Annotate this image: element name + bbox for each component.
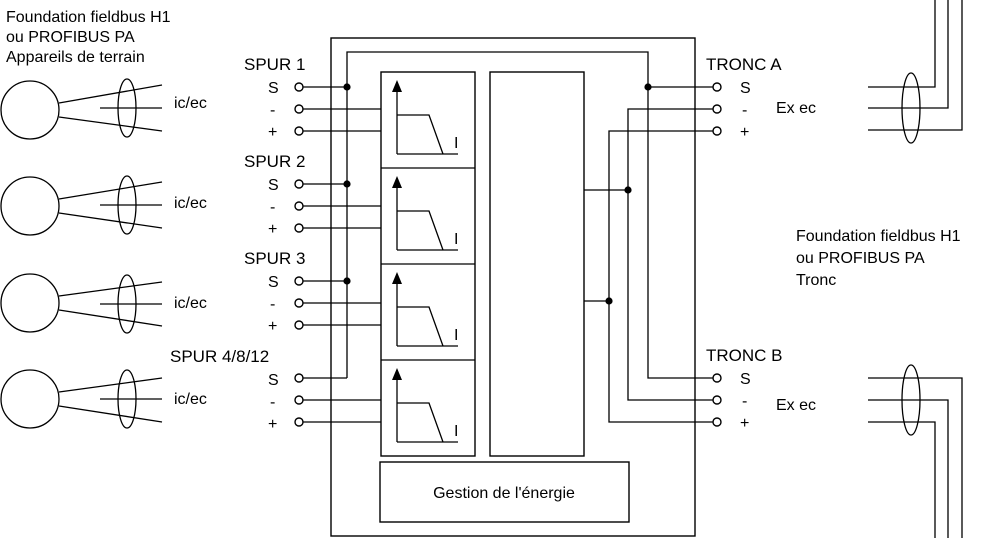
current-limiter-symbol-1: I bbox=[454, 135, 458, 152]
terminal bbox=[712, 126, 722, 136]
field-devices-caption: Foundation fieldbus H1 ou PROFIBUS PA Ap… bbox=[6, 9, 171, 66]
trunk-a-protection: Ex ec bbox=[776, 100, 816, 117]
cable-shield-oval-1 bbox=[117, 78, 137, 138]
spur-labels: SPUR 1 S - + SPUR 2 S - + SPUR 3 S - + S… bbox=[170, 55, 305, 433]
spur-1-pin-s: S bbox=[268, 80, 279, 97]
spur-3-pin-s: S bbox=[268, 274, 279, 291]
field-device-circle-3 bbox=[0, 273, 60, 333]
trunk-terminals bbox=[712, 82, 722, 427]
field-device-3: ic/ec bbox=[0, 273, 207, 334]
cable-shield-oval-4 bbox=[117, 369, 137, 429]
terminal bbox=[294, 126, 304, 136]
terminal bbox=[294, 223, 304, 233]
trunk-a-cable bbox=[868, 0, 963, 144]
spur-3-label: SPUR 3 bbox=[244, 249, 305, 268]
spur-4-pin-s: S bbox=[268, 372, 279, 389]
spur-3-pin-plus: + bbox=[268, 318, 277, 335]
terminal bbox=[294, 201, 304, 211]
spur-1-pin-plus: + bbox=[268, 124, 277, 141]
trunk-a-pin-minus: - bbox=[742, 102, 747, 119]
spur-4-protection: ic/ec bbox=[174, 391, 207, 408]
current-limiter-column: I I I I bbox=[380, 71, 476, 457]
field-device-circle-4 bbox=[0, 369, 60, 429]
terminal bbox=[294, 104, 304, 114]
field-device-1: ic/ec bbox=[0, 78, 207, 140]
trunk-a-label: TRONC A bbox=[706, 55, 782, 74]
field-device-circle-2 bbox=[0, 176, 60, 236]
trunk-b-pin-minus: - bbox=[742, 393, 747, 410]
spur-1-pin-minus: - bbox=[270, 102, 275, 119]
field-device-circle-1 bbox=[0, 80, 60, 140]
trunk-wiring bbox=[584, 83, 713, 423]
trunk-title-line-1: Foundation fieldbus H1 bbox=[796, 228, 961, 245]
trunk-title-line-2: ou PROFIBUS PA bbox=[796, 250, 925, 267]
current-limiter-symbol-3: I bbox=[454, 327, 458, 344]
current-limiter-symbol-2: I bbox=[454, 231, 458, 248]
spur-2-protection: ic/ec bbox=[174, 195, 207, 212]
current-limiter-1: I bbox=[392, 80, 458, 155]
terminal bbox=[294, 82, 304, 92]
current-limiter-symbol-4: I bbox=[454, 423, 458, 440]
trunk-b-label: TRONC B bbox=[706, 346, 783, 365]
field-device-4: ic/ec bbox=[0, 369, 207, 429]
spur-wiring bbox=[303, 51, 649, 423]
terminal bbox=[294, 417, 304, 427]
terminal bbox=[712, 373, 722, 383]
terminal bbox=[712, 395, 722, 405]
terminal bbox=[294, 395, 304, 405]
field-devices-title-line-1: Foundation fieldbus H1 bbox=[6, 9, 171, 26]
spur-4-pin-plus: + bbox=[268, 416, 277, 433]
spur-terminals bbox=[294, 82, 304, 427]
spur-3-protection: ic/ec bbox=[174, 295, 207, 312]
terminal bbox=[294, 298, 304, 308]
trunk-a-pin-s: S bbox=[740, 80, 751, 97]
spur-1-protection: ic/ec bbox=[174, 95, 207, 112]
current-limiter-3: I bbox=[392, 272, 458, 347]
trunk-a-pin-plus: + bbox=[740, 124, 749, 141]
spur-2-pin-s: S bbox=[268, 177, 279, 194]
trunk-a-shield-oval bbox=[901, 72, 921, 144]
terminal bbox=[712, 82, 722, 92]
terminal bbox=[294, 276, 304, 286]
terminal bbox=[294, 373, 304, 383]
spur-2-label: SPUR 2 bbox=[244, 152, 305, 171]
spur-3-pin-minus: - bbox=[270, 296, 275, 313]
current-limiter-2: I bbox=[392, 176, 458, 251]
terminal bbox=[712, 417, 722, 427]
terminal bbox=[712, 104, 722, 114]
trunk-title-line-3: Tronc bbox=[796, 272, 836, 289]
cable-shield-oval-2 bbox=[117, 175, 137, 235]
trunk-caption: Foundation fieldbus H1 ou PROFIBUS PA Tr… bbox=[796, 228, 961, 289]
cable-shield-oval-3 bbox=[117, 274, 137, 334]
spur-2-pin-plus: + bbox=[268, 221, 277, 238]
trunk-b-pin-s: S bbox=[740, 371, 751, 388]
spur-1-label: SPUR 1 bbox=[244, 55, 305, 74]
field-devices-title-line-3: Appareils de terrain bbox=[6, 49, 145, 66]
trunk-b-pin-plus: + bbox=[740, 415, 749, 432]
terminal bbox=[294, 320, 304, 330]
current-limiter-4: I bbox=[392, 368, 458, 443]
trunk-b-shield-oval bbox=[901, 364, 921, 436]
field-devices-title-line-2: ou PROFIBUS PA bbox=[6, 29, 135, 46]
trunk-b-cable bbox=[868, 364, 963, 538]
spur-4-pin-minus: - bbox=[270, 394, 275, 411]
trunk-labels: TRONC A S - + Ex ec TRONC B S - + Ex ec bbox=[706, 55, 816, 432]
power-management-label: Gestion de l'énergie bbox=[433, 485, 575, 502]
bus-block bbox=[489, 71, 585, 457]
trunk-b-protection: Ex ec bbox=[776, 397, 816, 414]
spur-4-label: SPUR 4/8/12 bbox=[170, 347, 269, 366]
spur-2-pin-minus: - bbox=[270, 199, 275, 216]
power-management-block: Gestion de l'énergie bbox=[379, 461, 630, 523]
field-device-2: ic/ec bbox=[0, 175, 207, 236]
power-management-frame bbox=[379, 461, 630, 523]
terminal bbox=[294, 179, 304, 189]
